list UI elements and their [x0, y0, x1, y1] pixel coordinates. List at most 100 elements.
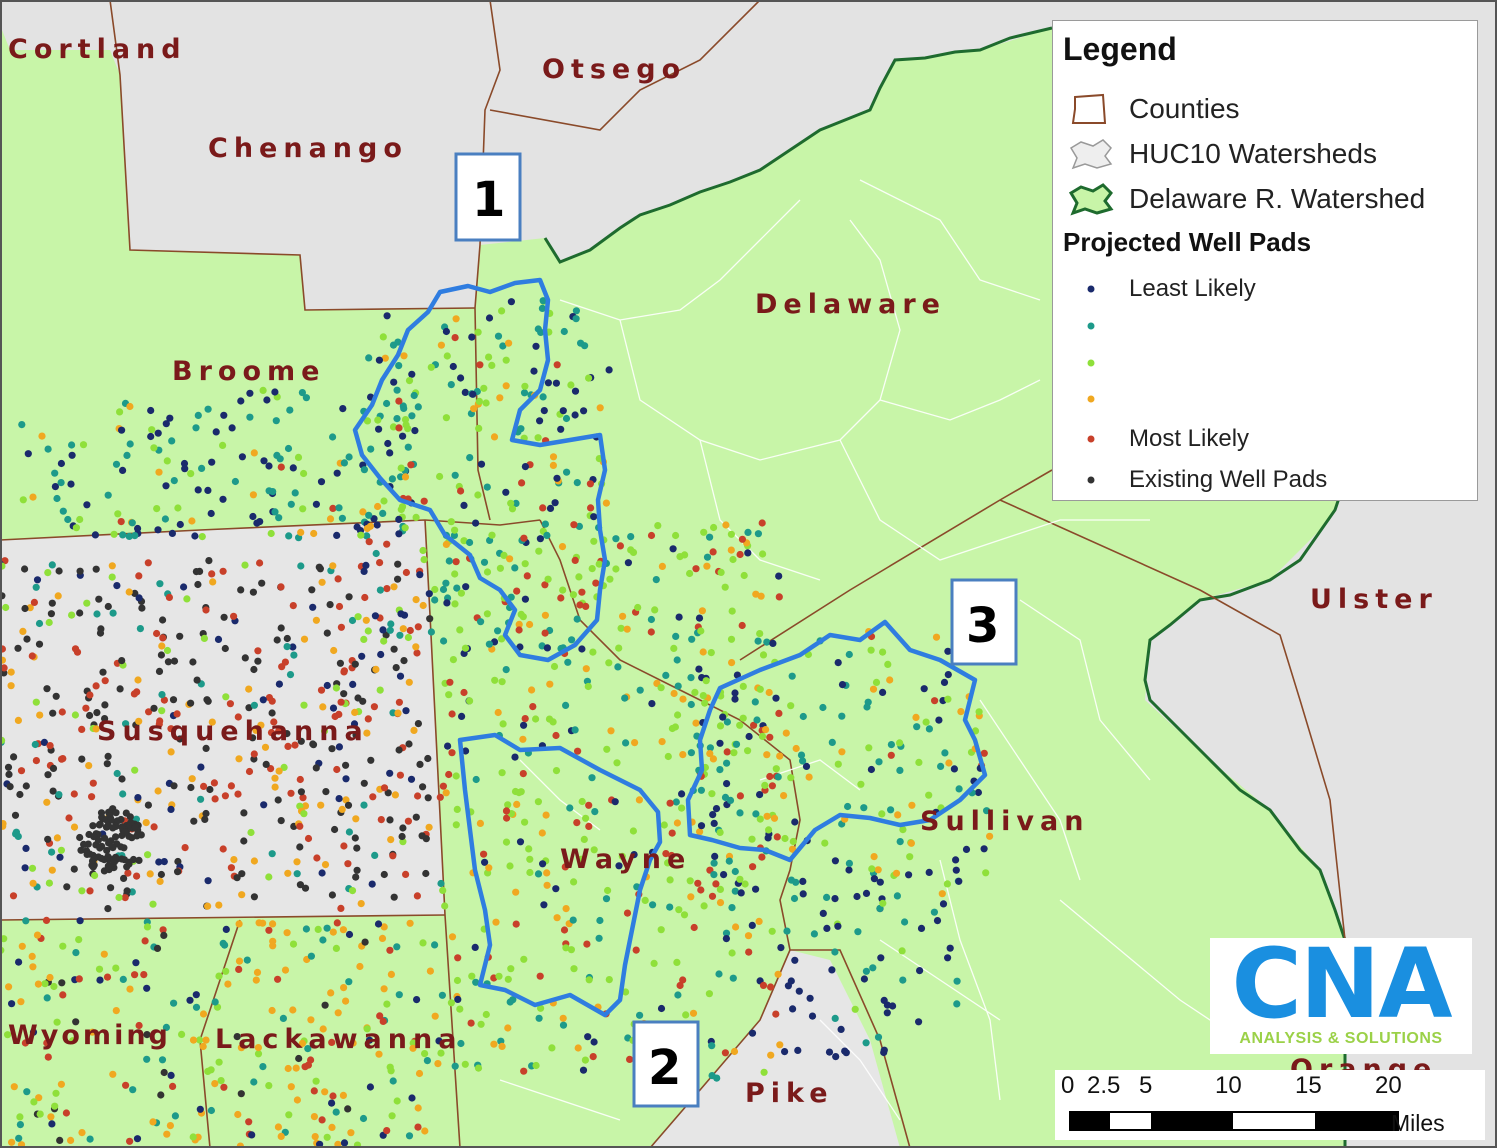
existing-pad — [283, 634, 291, 643]
existing-pad — [123, 887, 131, 895]
likelihood-2-pad — [901, 918, 909, 926]
legend-delaware: Delaware R. Watershed — [1063, 179, 1473, 219]
most-likely-pad — [775, 709, 783, 718]
likelihood-3-pad — [682, 1011, 690, 1019]
likelihood-3-pad — [615, 644, 623, 652]
least-likely-pad — [808, 1012, 817, 1020]
least-likely-pad — [358, 652, 366, 660]
most-likely-pad — [512, 920, 520, 928]
likelihood-4-pad — [329, 928, 337, 936]
likelihood-4-pad — [780, 792, 788, 800]
likelihood-3-pad — [28, 864, 37, 872]
least-likely-pad — [133, 1135, 142, 1143]
likelihood-2-pad — [893, 892, 902, 900]
likelihood-4-pad — [329, 562, 337, 570]
likelihood-4-pad — [912, 713, 920, 722]
likelihood-2-pad — [442, 579, 450, 587]
least-likely-pad — [551, 499, 559, 507]
most-likely-pad — [570, 521, 578, 529]
existing-pad — [135, 856, 143, 865]
likelihood-3-pad — [748, 835, 756, 843]
existing-pad — [92, 565, 100, 573]
county-label-lackawanna: Lackawanna — [215, 1024, 462, 1055]
likelihood-4-pad — [490, 433, 499, 441]
likelihood-2-pad — [269, 488, 277, 496]
likelihood-2-pad — [499, 342, 507, 350]
most-likely-pad — [59, 991, 67, 999]
least-likely-pad — [457, 374, 465, 382]
likelihood-2-pad — [109, 609, 117, 617]
likelihood-3-pad — [545, 715, 554, 723]
most-likely-pad — [395, 698, 403, 706]
likelihood-3-pad — [131, 766, 139, 774]
likelihood-2-pad — [231, 477, 239, 486]
least-likely-pad — [710, 819, 718, 828]
existing-pad — [250, 665, 258, 674]
most-likely-pad — [587, 504, 595, 512]
likelihood-3-pad — [363, 417, 372, 425]
existing-pad — [104, 821, 112, 829]
existing-pad — [21, 604, 29, 613]
least-likely-pad — [737, 889, 745, 897]
likelihood-2-pad — [445, 557, 453, 565]
likelihood-4-pad — [199, 1042, 207, 1051]
likelihood-3-pad — [75, 936, 83, 944]
likelihood-4-pad — [7, 668, 15, 676]
likelihood-4-pad — [235, 957, 244, 965]
likelihood-2-pad — [319, 936, 327, 944]
likelihood-3-pad — [504, 975, 512, 983]
likelihood-3-pad — [729, 555, 737, 564]
least-likely-pad — [557, 425, 565, 433]
likelihood-4-pad — [10, 1083, 18, 1091]
likelihood-3-pad — [364, 627, 372, 635]
least-likely-pad — [460, 501, 468, 509]
most-likely-pad — [141, 937, 149, 945]
existing-pad — [118, 775, 126, 783]
most-likely-pad — [759, 981, 768, 990]
most-likely-pad — [582, 602, 590, 611]
likelihood-4-pad — [894, 811, 902, 819]
most-likely-pad — [167, 725, 175, 733]
likelihood-4-pad — [415, 1069, 424, 1078]
most-likely-pad — [736, 550, 744, 559]
likelihood-3-pad — [174, 504, 182, 512]
likelihood-2-pad — [158, 691, 166, 699]
least-likely-pad — [502, 488, 510, 496]
well-pads — [0, 297, 994, 1148]
likelihood-2-pad — [955, 785, 963, 793]
likelihood-3-pad — [581, 1056, 590, 1064]
likelihood-4-pad — [770, 814, 779, 822]
likelihood-4-pad — [319, 1025, 327, 1033]
likelihood-2-pad — [494, 332, 503, 340]
likelihood-2-pad — [122, 720, 130, 728]
likelihood-4-pad — [698, 607, 707, 615]
most-likely-pad — [361, 593, 369, 602]
likelihood-4-pad — [112, 1007, 120, 1015]
likelihood-4-pad — [515, 620, 523, 629]
likelihood-4-pad — [29, 493, 37, 501]
least-likely-pad — [944, 954, 952, 962]
least-likely-pad — [720, 871, 728, 879]
existing-pad — [44, 835, 52, 843]
likelihood-3-pad — [483, 610, 491, 618]
likelihood-4-pad — [330, 646, 338, 655]
likelihood-2-pad — [35, 619, 44, 628]
existing-pad — [351, 660, 359, 668]
most-likely-pad — [307, 1056, 315, 1064]
likelihood-4-pad — [541, 611, 550, 619]
least-likely-pad — [374, 920, 383, 928]
least-likely-pad — [748, 1029, 757, 1037]
likelihood-3-pad — [299, 505, 307, 513]
likelihood-2-pad — [367, 445, 375, 453]
county-label-wayne: Wayne — [560, 844, 691, 875]
area-1-marker: 1 — [454, 152, 522, 242]
least-likely-pad — [246, 389, 254, 397]
most-likely-pad — [165, 593, 173, 602]
likelihood-2-pad — [953, 977, 961, 985]
focus-area-2-outline — [457, 732, 663, 1018]
least-likely-pad — [83, 501, 91, 509]
most-likely-pad — [515, 626, 523, 634]
existing-pad — [258, 579, 266, 587]
likelihood-2-pad — [335, 504, 343, 512]
most-likely-pad — [931, 697, 939, 705]
